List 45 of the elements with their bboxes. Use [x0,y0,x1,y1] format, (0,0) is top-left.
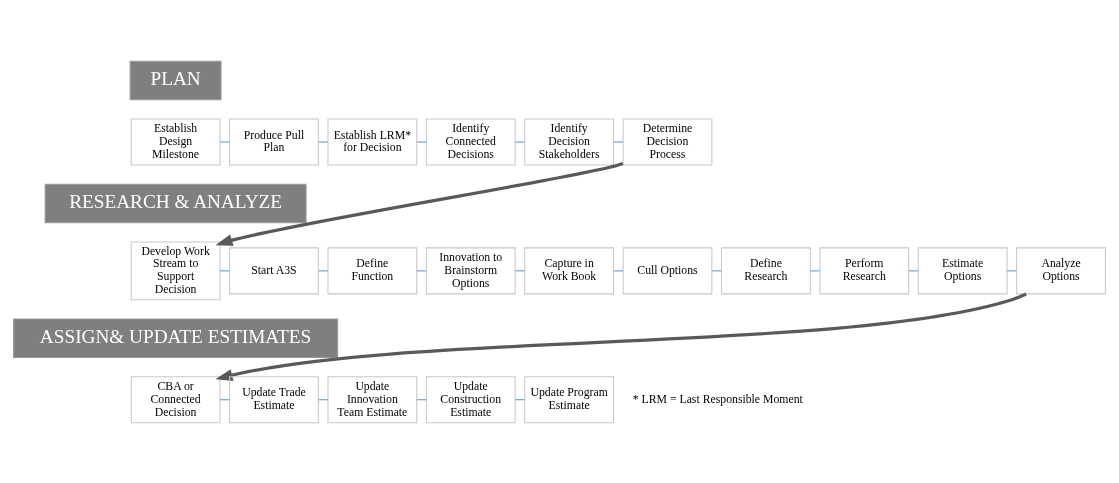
connector [416,398,427,400]
connector [514,140,526,143]
connector [219,269,230,271]
node-box: Update Trade Estimate [229,375,319,423]
node-box: Determine Decision Process [622,118,713,166]
connector [1006,269,1017,271]
connector [514,398,526,400]
node-box: Perform Research [819,246,910,294]
arrow [215,161,624,246]
connector [416,140,427,143]
node-box: Define Function [327,246,418,294]
node-box: Estimate Options [917,246,1008,294]
connector [711,269,722,271]
connector [219,140,230,143]
node-box: Update Innovation Team Estimate [327,375,418,423]
node-box: Identify Decision Stakeholders [524,118,615,166]
node-box: Establish Design Milestone [130,118,221,166]
node-box: ASSIGN& UPDATE ESTIMATES [13,317,339,358]
node-box: Identify Connected Decisions [425,118,516,166]
node-box: RESEARCH & ANALYZE [44,183,307,223]
node-box: Capture in Work Book [524,246,615,294]
connector [219,398,230,400]
node-box: CBA or Connected Decision [130,375,221,423]
node-box: Develop Work Stream to Support Decision [130,240,221,300]
node-box: PLAN [129,60,222,100]
node-box: Produce Pull Plan [229,118,319,166]
connector [908,269,919,271]
connector [318,140,329,143]
node-box: Establish LRM* for Decision [327,118,418,166]
connector [613,140,624,143]
connector [416,269,427,271]
node-box: Cull Options [622,246,713,294]
node-box: Start A3S [229,246,319,294]
connector [613,269,624,271]
connector [318,269,329,271]
connector [318,398,329,400]
node-box: Analyze Options [1016,246,1106,294]
arrow [215,292,1027,381]
node-box: Update Construction Estimate [425,375,516,423]
connector [514,269,526,271]
node-box: Update Program Estimate [524,375,615,423]
connector [809,269,821,271]
label: * LRM = Last Responsible Moment [632,392,803,406]
node-box: Innovation to Brainstorm Options [425,246,516,294]
node-box: Define Research [720,246,811,294]
